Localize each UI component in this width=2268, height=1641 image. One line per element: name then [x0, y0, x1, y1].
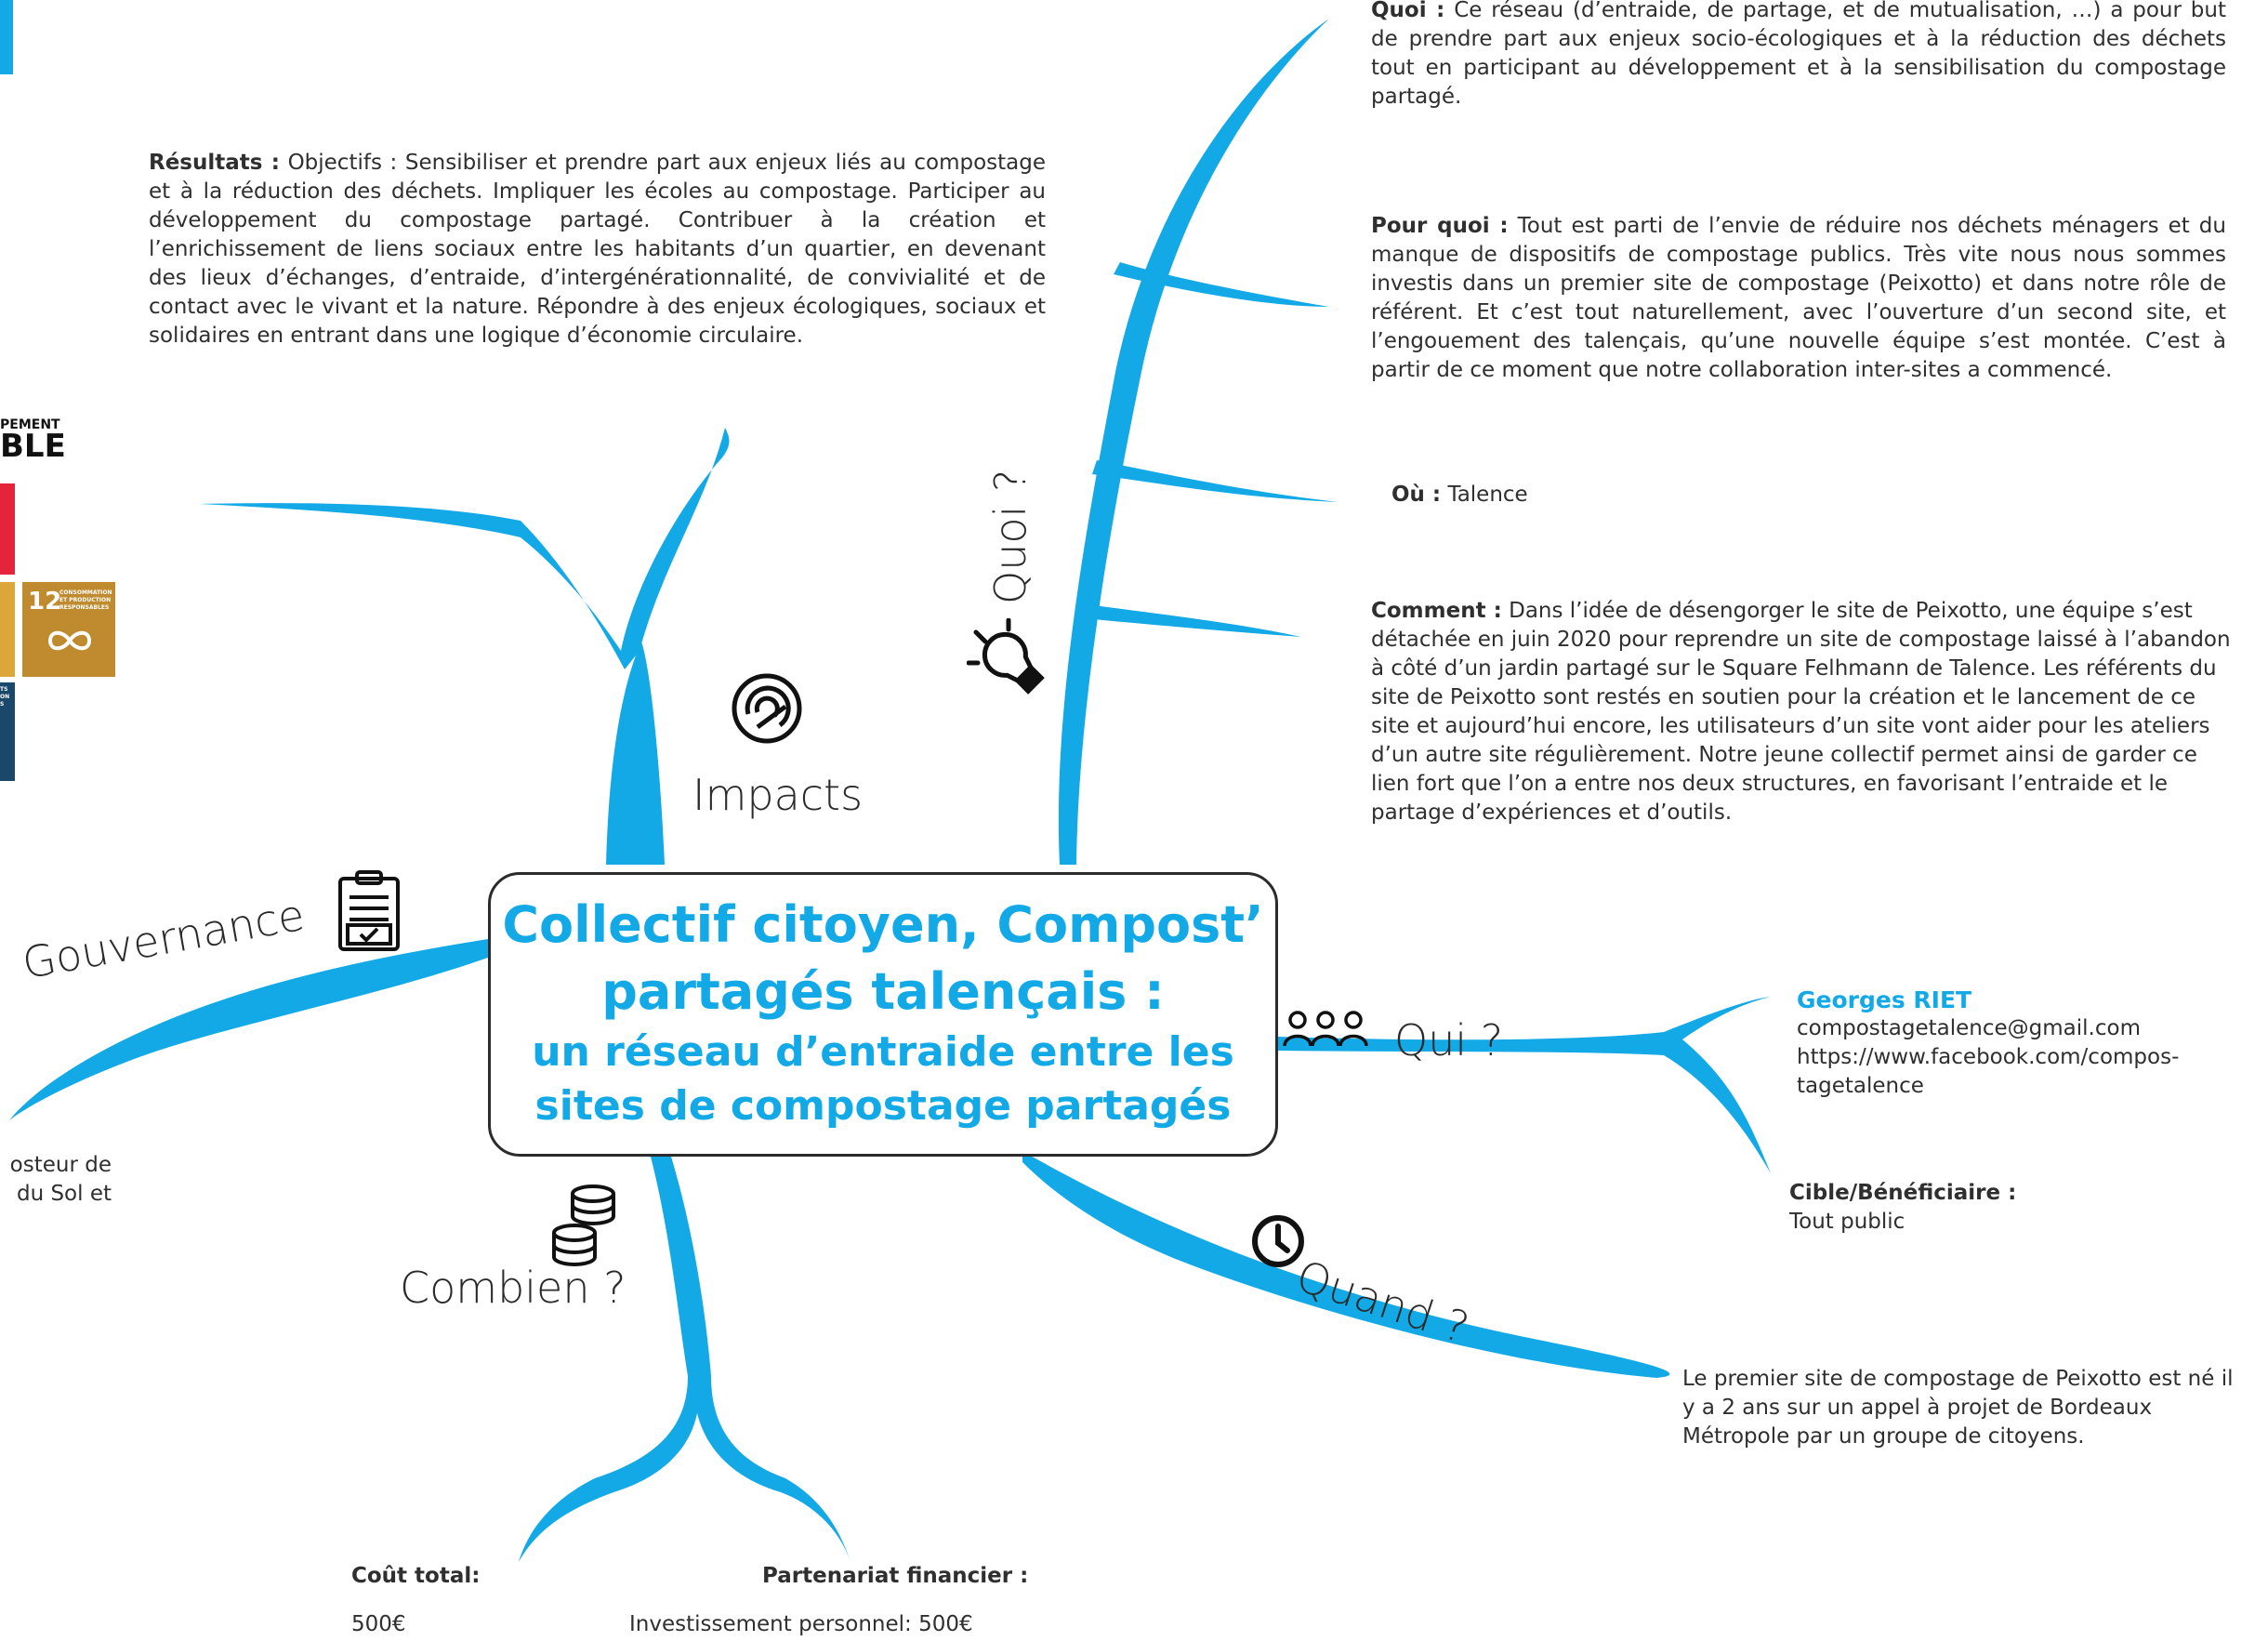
- quoi-label: Quoi :: [1371, 0, 1445, 22]
- sdg-red-tile: [0, 483, 15, 575]
- contact-email: compostagetalence@gmail.com: [1797, 1016, 2141, 1040]
- quand-block: Le premier site de compostage de Peixott…: [1682, 1365, 2235, 1451]
- quoi-sub-1: [1114, 262, 1329, 307]
- comment-text: Dans l’idée de désengorger le site de Pe…: [1371, 599, 2231, 825]
- gouvernance-fragment-line1: osteur de: [9, 1153, 112, 1177]
- lightbulb-icon: [967, 618, 1045, 695]
- contact-name: Georges RIET: [1797, 986, 1972, 1013]
- gouvernance-branch: [9, 939, 488, 1120]
- partenariat-label: Partenariat financier :: [762, 1564, 1029, 1588]
- sdg-header-line1: PEMENT: [0, 417, 60, 432]
- branch-label-qui: Qui ?: [1394, 1015, 1504, 1065]
- impacts-block: Résultats : Objectifs : Sensibiliser et …: [149, 149, 1046, 351]
- quoi-quoi-block: Quoi : Ce réseau (d’entraide, de partage…: [1371, 0, 2226, 112]
- partenariat-value: Investissement personnel: 500€: [629, 1612, 973, 1636]
- central-title-line1: Collectif citoyen, Compost’: [502, 895, 1264, 954]
- quoi-pourquoi-block: Pour quoi : Tout est parti de l’envie de…: [1371, 212, 2226, 385]
- quoi-branch: [1058, 19, 1329, 865]
- contact-url-line1: https://www.facebook.com/compos-: [1797, 1045, 2180, 1069]
- impacts-branch: [606, 642, 665, 865]
- ou-text: Talence: [1447, 483, 1528, 507]
- sdg-tile-12: 12 CONSOMMATION ET PRODUCTION RESPONSABL…: [22, 582, 115, 677]
- edge-bar: [0, 0, 13, 74]
- sdg-header-line2: BLE: [0, 428, 66, 465]
- sdg-yellow-tile: [0, 582, 15, 677]
- ou-label: Où :: [1391, 483, 1442, 507]
- sdg-tile-12-number: 12: [28, 588, 62, 615]
- qui-branch: [1278, 997, 1771, 1173]
- comment-label: Comment :: [1371, 599, 1502, 623]
- infinity-icon: [47, 630, 92, 651]
- cible-label: Cible/Bénéficiaire :: [1789, 1181, 2017, 1205]
- contact-url-line2: tagetalence: [1797, 1074, 1924, 1098]
- people-icon: [1283, 1011, 1368, 1047]
- central-title-line2: partagés talençais :: [601, 962, 1165, 1021]
- quoi-sub-3: [1083, 604, 1301, 637]
- cible-text: Tout public: [1789, 1210, 1905, 1234]
- sdg-tile-12-line3: RESPONSABLES: [59, 604, 110, 611]
- gouvernance-fragment: osteur de du Sol et: [0, 1151, 112, 1209]
- sdg-tile-12-line2: ET PRODUCTION: [59, 597, 112, 603]
- gouvernance-fragment-line2: du Sol et: [16, 1182, 112, 1206]
- quoi-sub-2: [1092, 460, 1338, 502]
- clipboard-icon: [338, 870, 400, 951]
- central-subtitle-line2: sites de compostage partagés: [534, 1082, 1232, 1130]
- sdg-header: PEMENT BLE: [0, 417, 66, 465]
- resultats-label: Résultats :: [149, 151, 280, 175]
- branch-label-impacts: Impacts: [692, 770, 864, 820]
- pourquoi-text: Tout est parti de l’envie de réduire nos…: [1371, 214, 2226, 382]
- quand-branch: [1022, 1151, 1670, 1378]
- impacts-fork: [200, 428, 730, 669]
- quand-text: Le premier site de compostage de Peixott…: [1682, 1367, 2234, 1449]
- clock-icon: [1252, 1215, 1304, 1267]
- sdg-navy-tile: TS ON S: [0, 682, 15, 781]
- central-topic: Collectif citoyen, Compost’ partagés tal…: [488, 872, 1278, 1157]
- central-subtitle-line1: un réseau d’entraide entre les: [532, 1028, 1234, 1076]
- quoi-text: Ce réseau (d’entraide, de partage, et de…: [1371, 0, 2226, 109]
- qui-contact-block: Georges RIET compostagetalence@gmail.com…: [1797, 986, 2243, 1101]
- quoi-comment-block: Comment : Dans l’idée de désengorger le …: [1371, 597, 2235, 827]
- branch-label-combien: Combien ?: [400, 1263, 626, 1313]
- pourquoi-label: Pour quoi :: [1371, 214, 1509, 238]
- target-icon: [732, 673, 802, 744]
- combien-branch: [519, 1157, 850, 1562]
- sdg-tile-12-line1: CONSOMMATION: [59, 589, 112, 596]
- quoi-ou-block: Où : Talence: [1391, 481, 1949, 510]
- coins-icon: [552, 1184, 615, 1266]
- cout-value: 500€: [351, 1612, 406, 1636]
- cout-label: Coût total:: [351, 1564, 481, 1588]
- qui-cible-block: Cible/Bénéficiaire : Tout public: [1789, 1179, 2235, 1237]
- resultats-text: Objectifs : Sensibiliser et prendre part…: [149, 151, 1047, 348]
- branch-label-quoi: Quoi ?: [985, 469, 1035, 604]
